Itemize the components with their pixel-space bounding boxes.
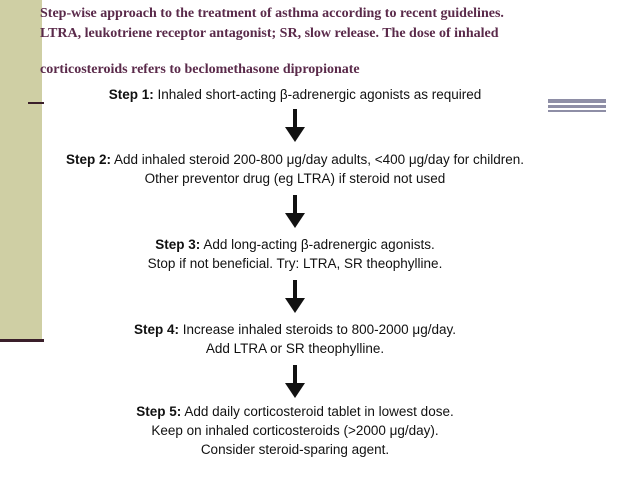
step-3-text-2: Stop if not beneficial. Try: LTRA, SR th… (147, 256, 443, 271)
step-4-text-1: Increase inhaled steroids to 800-2000 μg… (182, 322, 456, 337)
down-arrow-icon (285, 109, 305, 143)
step-3-line-1: Step 3: Add long-acting β-adrenergic ago… (44, 235, 546, 254)
step-1-line-1: Step 1: Inhaled short-acting β-adrenergi… (44, 85, 546, 104)
title-line-3: corticosteroids refers to beclomethasone… (40, 62, 360, 77)
step-5-label: Step 5: (136, 404, 182, 419)
title-line-1: Step-wise approach to the treatment of a… (40, 6, 504, 21)
step-1-text-1: Inhaled short-acting β-adrenergic agonis… (157, 87, 482, 102)
step-2: Step 2: Add inhaled steroid 200-800 μg/d… (44, 150, 546, 188)
right-rule-2 (548, 105, 606, 108)
down-arrow-icon (285, 195, 305, 229)
step-3-label: Step 3: (155, 237, 201, 252)
step-4: Step 4: Increase inhaled steroids to 800… (44, 320, 546, 358)
step-5-text-3: Consider steroid-sparing agent. (200, 442, 390, 457)
down-arrow-icon (285, 365, 305, 399)
step-2-line-1: Step 2: Add inhaled steroid 200-800 μg/d… (44, 150, 546, 169)
step-2-label: Step 2: (66, 152, 112, 167)
down-arrow-icon (285, 280, 305, 314)
step-4-line-1: Step 4: Increase inhaled steroids to 800… (44, 320, 546, 339)
top-left-rule (28, 102, 52, 104)
right-rule-1 (548, 99, 606, 103)
step-5: Step 5: Add daily corticosteroid tablet … (44, 402, 546, 459)
step-2-text-1: Add inhaled steroid 200-800 μg/day adult… (114, 152, 524, 167)
left-band-rule (0, 339, 44, 342)
step-1: Step 1: Inhaled short-acting β-adrenergi… (44, 85, 546, 104)
slide-title: Step-wise approach to the treatment of a… (40, 4, 630, 80)
left-decorative-band (0, 0, 42, 341)
step-2-text-2: Other preventor drug (eg LTRA) if steroi… (144, 171, 446, 186)
step-3: Step 3: Add long-acting β-adrenergic ago… (44, 235, 546, 273)
step-5-text-2: Keep on inhaled corticosteroids (>2000 μ… (151, 423, 439, 438)
title-gap (40, 44, 630, 60)
step-4-text-2: Add LTRA or SR theophylline. (205, 341, 385, 356)
treatment-flowchart: Step 1: Inhaled short-acting β-adrenergi… (44, 84, 546, 464)
step-3-text-1: Add long-acting β-adrenergic agonists. (203, 237, 435, 252)
step-1-label: Step 1: (108, 87, 154, 102)
right-rule-3 (548, 110, 606, 112)
title-line-2: LTRA, leukotriene receptor antagonist; S… (40, 26, 499, 41)
step-5-line-1: Step 5: Add daily corticosteroid tablet … (44, 402, 546, 421)
step-4-label: Step 4: (134, 322, 180, 337)
step-5-text-1: Add daily corticosteroid tablet in lowes… (184, 404, 454, 419)
